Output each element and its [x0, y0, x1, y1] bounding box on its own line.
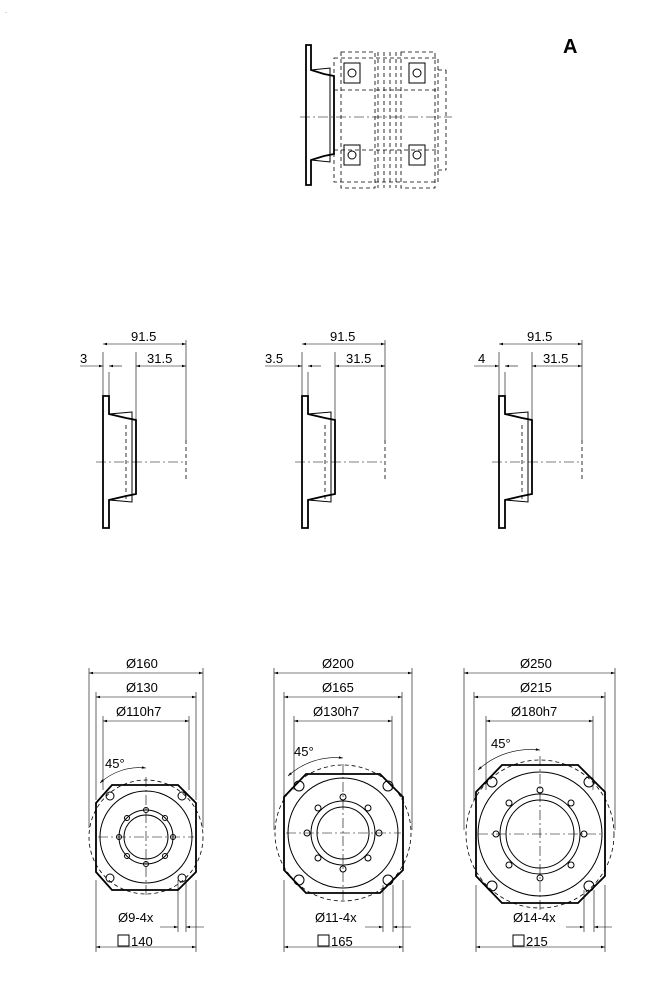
overall-length-3: 91.5 — [527, 329, 552, 344]
hole-size-3: Ø14-4x — [513, 910, 556, 925]
outer-diameter-3: Ø250 — [520, 656, 552, 671]
overall-length-2: 91.5 — [330, 329, 355, 344]
offset-1: 31.5 — [147, 351, 172, 366]
offset-3: 31.5 — [543, 351, 568, 366]
angle-1: 45° — [105, 756, 125, 771]
hole-size-1: Ø9-4x — [118, 910, 154, 925]
overall-length-1: 91.5 — [131, 329, 156, 344]
corner-mark: · — [5, 10, 7, 16]
flange-thickness-3: 4 — [478, 351, 485, 366]
pilot-diameter-2: Ø130h7 — [313, 704, 359, 719]
square-symbol-2 — [317, 934, 330, 947]
bolt-circle-3: Ø215 — [520, 680, 552, 695]
bolt-circle-1: Ø130 — [126, 680, 158, 695]
hole-size-2: Ø11-4x — [315, 910, 357, 925]
square-symbol-1 — [117, 934, 130, 947]
flange-front-view-1 — [88, 668, 204, 952]
square-size-2: 165 — [331, 934, 353, 949]
angle-3: 45° — [491, 736, 511, 751]
profile-view-1 — [80, 340, 187, 529]
square-symbol-3 — [512, 934, 525, 947]
square-size-3: 215 — [526, 934, 548, 949]
pilot-diameter-1: Ø110h7 — [116, 704, 161, 719]
angle-2: 45° — [294, 744, 314, 759]
outer-diameter-1: Ø160 — [126, 656, 158, 671]
flange-front-view-3 — [463, 668, 616, 952]
view-label: A — [563, 36, 577, 58]
profile-view-2 — [265, 340, 386, 529]
flange-thickness-1: 3 — [80, 351, 87, 366]
profile-view-3 — [474, 340, 583, 529]
assembly-side-view — [300, 44, 452, 189]
outer-diameter-2: Ø200 — [322, 656, 354, 671]
bolt-circle-2: Ø165 — [322, 680, 354, 695]
pilot-diameter-3: Ø180h7 — [511, 704, 557, 719]
square-size-1: 140 — [131, 934, 153, 949]
flange-thickness-2: 3.5 — [265, 351, 283, 366]
flange-front-view-2 — [273, 668, 413, 952]
offset-2: 31.5 — [346, 351, 371, 366]
